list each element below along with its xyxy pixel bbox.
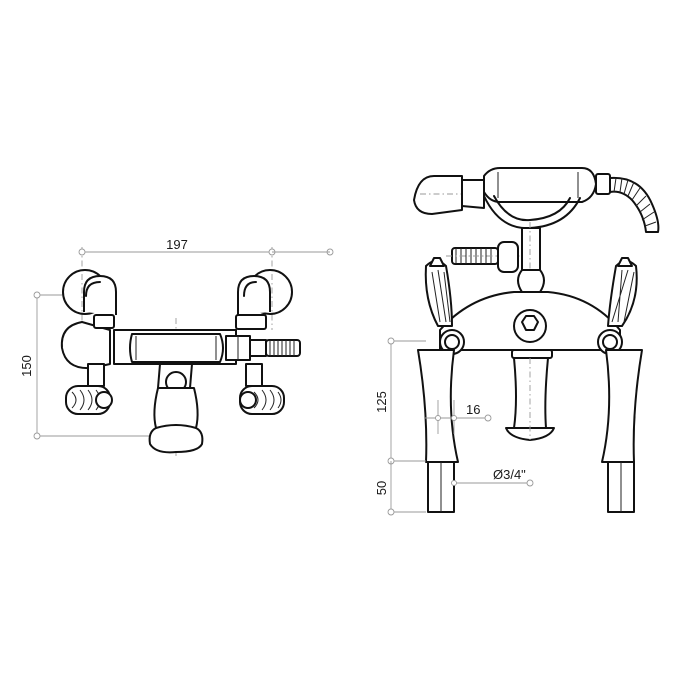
- dimension-thread: Ø3/4": [451, 467, 534, 487]
- left-lever-handle: [424, 257, 453, 327]
- dimension-width-label: 197: [166, 237, 188, 252]
- right-wall-flange: [237, 269, 293, 315]
- side-view: 125 50 16 Ø3/4": [374, 167, 660, 516]
- front-view: 197 150: [19, 237, 334, 456]
- dimension-16-label: 16: [466, 402, 480, 417]
- dimension-width: 197: [78, 237, 334, 330]
- right-leg: [601, 349, 643, 513]
- dimension-125-label: 125: [374, 391, 389, 413]
- shower-hose: [609, 176, 660, 233]
- mixer-body: [60, 314, 267, 370]
- dimension-thread-label: Ø3/4": [493, 467, 526, 482]
- bath-mixer-body: [439, 291, 623, 359]
- hose-inlet-coil: [446, 247, 534, 265]
- left-handle: [65, 385, 113, 415]
- dimension-50-label: 50: [374, 481, 389, 495]
- shower-hose-coil: [265, 339, 301, 357]
- spout: [148, 363, 204, 454]
- dimension-125: 125: [374, 337, 426, 465]
- right-lever-handle: [607, 257, 638, 327]
- dimension-height-label: 150: [19, 355, 34, 377]
- dimension-height: 150: [19, 291, 150, 440]
- dimension-50: 50: [374, 461, 426, 516]
- right-handle: [239, 385, 285, 415]
- left-wall-flange: [62, 269, 117, 315]
- shower-handset: [413, 167, 611, 230]
- center-spout: [505, 357, 555, 441]
- dimension-16: 16: [425, 400, 492, 434]
- handset-cradle-riser: [497, 222, 545, 300]
